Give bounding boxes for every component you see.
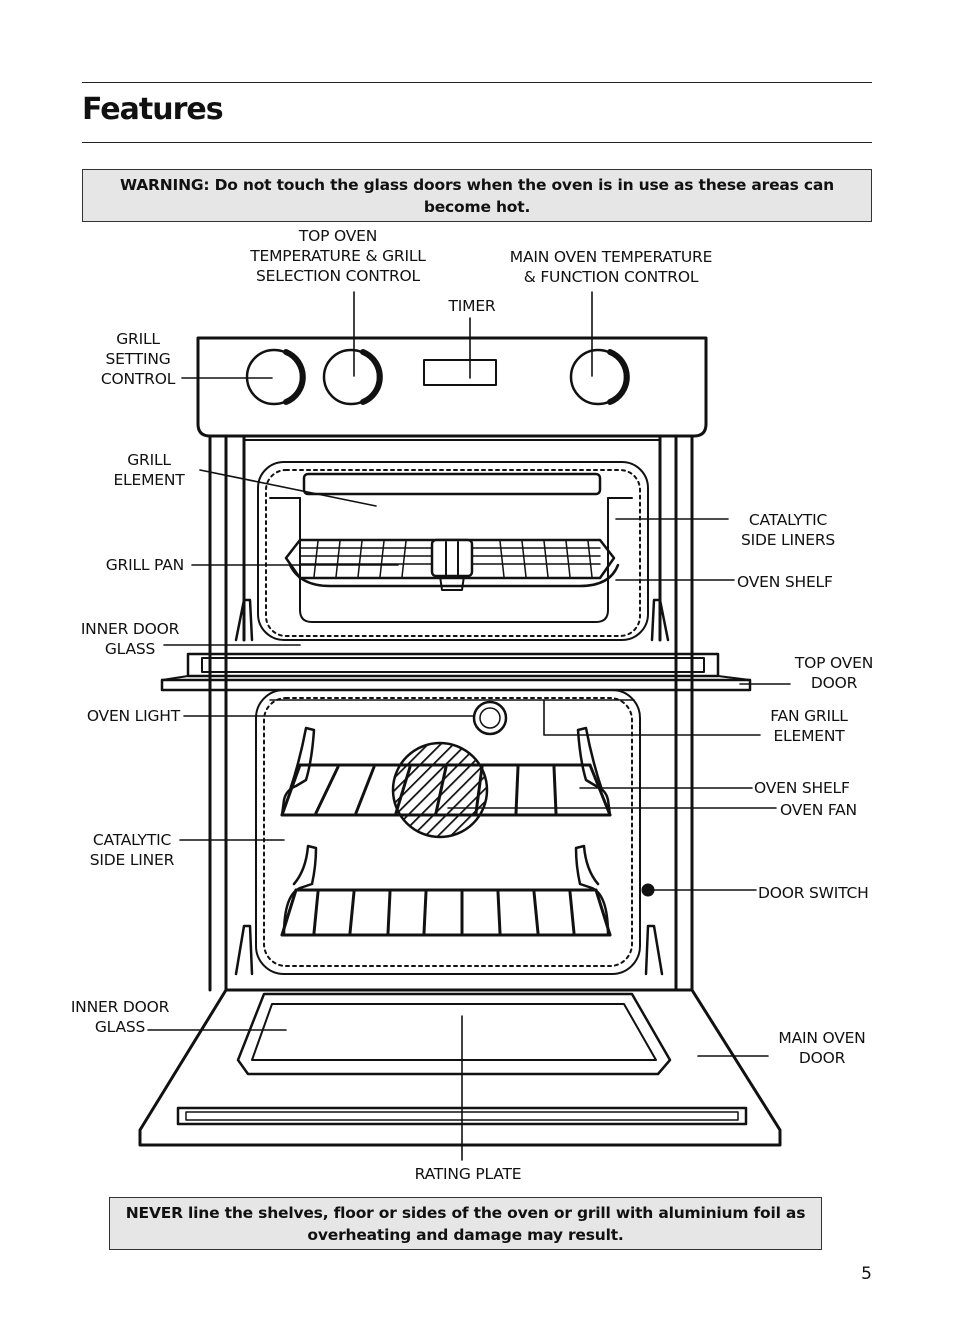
top-rule [82,82,872,83]
label-inner-door-glass-top: INNER DOOR GLASS [80,620,180,658]
page-title: Features [82,92,224,127]
main-oven-shelf-lower [280,844,612,937]
label-top-oven-control: TOP OVEN TEMPERATURE & GRILL SELECTION C… [250,227,426,285]
label-catalytic-side-liners: CATALYTIC SIDE LINERS [740,511,836,549]
leader-lines [147,291,791,1161]
top-oven-knob [322,348,383,406]
grill-setting-knob [245,348,306,406]
timer-display [423,359,497,386]
main-oven-shelf-upper [280,726,612,817]
label-timer: TIMER [448,297,496,315]
label-oven-light: OVEN LIGHT [86,707,180,725]
warning-box-top: WARNING: Do not touch the glass doors wh… [82,169,872,222]
main-oven-door [138,924,782,1147]
label-top-oven-door: TOP OVEN DOOR [794,654,874,692]
label-fan-grill-element: FAN GRILL ELEMENT [770,707,848,745]
top-oven-door [160,598,752,692]
label-main-oven-door: MAIN OVEN DOOR [778,1029,866,1067]
top-oven-cavity [257,461,649,641]
label-inner-door-glass-main: INNER DOOR GLASS [70,998,170,1036]
label-main-oven-control: MAIN OVEN TEMPERATURE & FUNCTION CONTROL [509,248,713,286]
label-door-switch: DOOR SWITCH [758,884,869,902]
label-grill-element: GRILL ELEMENT [113,451,185,489]
warning-text-top: WARNING: Do not touch the glass doors wh… [120,175,834,216]
label-grill-setting-control: GRILL SETTING CONTROL [100,330,176,388]
label-oven-shelf-main: OVEN SHELF [754,779,850,797]
label-catalytic-side-liner: CATALYTIC SIDE LINER [89,831,175,869]
title-rule [82,142,872,143]
warning-box-bottom: NEVER line the shelves, floor or sides o… [109,1197,822,1250]
label-grill-pan: GRILL PAN [105,556,185,574]
label-rating-plate: RATING PLATE [414,1165,522,1183]
main-oven-knob [569,348,630,406]
label-oven-fan: OVEN FAN [780,801,857,819]
label-oven-shelf-top: OVEN SHELF [737,573,833,591]
cabinet-side-left [208,434,246,992]
oven-light-bulb [472,700,508,736]
control-panel [196,336,708,438]
page-number: 5 [861,1264,872,1284]
warning-text-bottom: NEVER line the shelves, floor or sides o… [125,1203,806,1244]
